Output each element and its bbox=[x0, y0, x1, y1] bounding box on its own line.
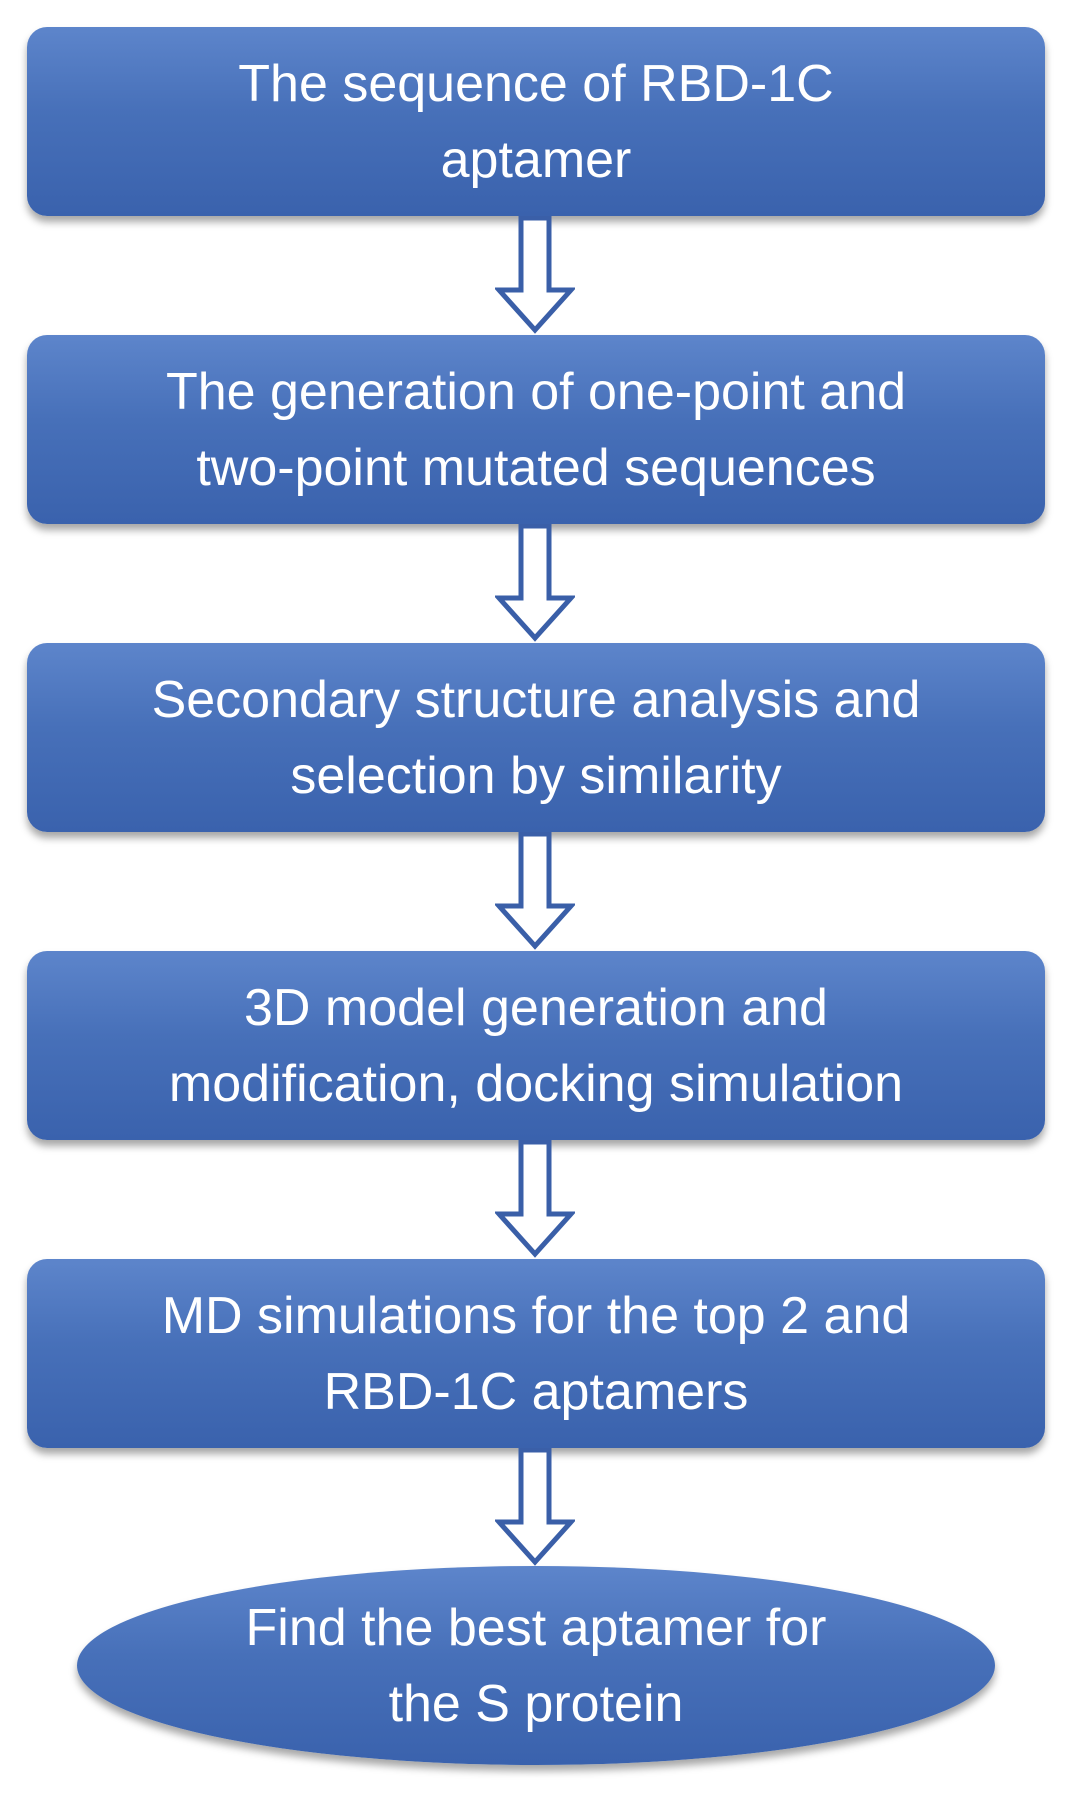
terminal-oval: Find the best aptamer for the S protein bbox=[77, 1566, 995, 1765]
down-arrow-icon bbox=[495, 216, 575, 334]
step-3-box: Secondary structure analysis and selecti… bbox=[27, 643, 1045, 832]
step-2-label: The generation of one-point and two-poin… bbox=[165, 362, 907, 497]
down-arrow-icon bbox=[495, 524, 575, 642]
step-5-label: MD simulations for the top 2 and RBD-1C … bbox=[161, 1286, 911, 1421]
step-4-label: 3D model generation and modification, do… bbox=[168, 978, 904, 1113]
terminal-label: Find the best aptamer for the S protein bbox=[245, 1598, 827, 1733]
down-arrow-icon bbox=[495, 1140, 575, 1258]
step-4-box: 3D model generation and modification, do… bbox=[27, 951, 1045, 1140]
down-arrow-icon bbox=[495, 1448, 575, 1566]
step-1-box: The sequence of RBD-1C aptamer bbox=[27, 27, 1045, 216]
step-1-label: The sequence of RBD-1C aptamer bbox=[238, 54, 834, 189]
down-arrow-icon bbox=[495, 832, 575, 950]
step-3-label: Secondary structure analysis and selecti… bbox=[151, 670, 921, 805]
step-2-box: The generation of one-point and two-poin… bbox=[27, 335, 1045, 524]
step-5-box: MD simulations for the top 2 and RBD-1C … bbox=[27, 1259, 1045, 1448]
